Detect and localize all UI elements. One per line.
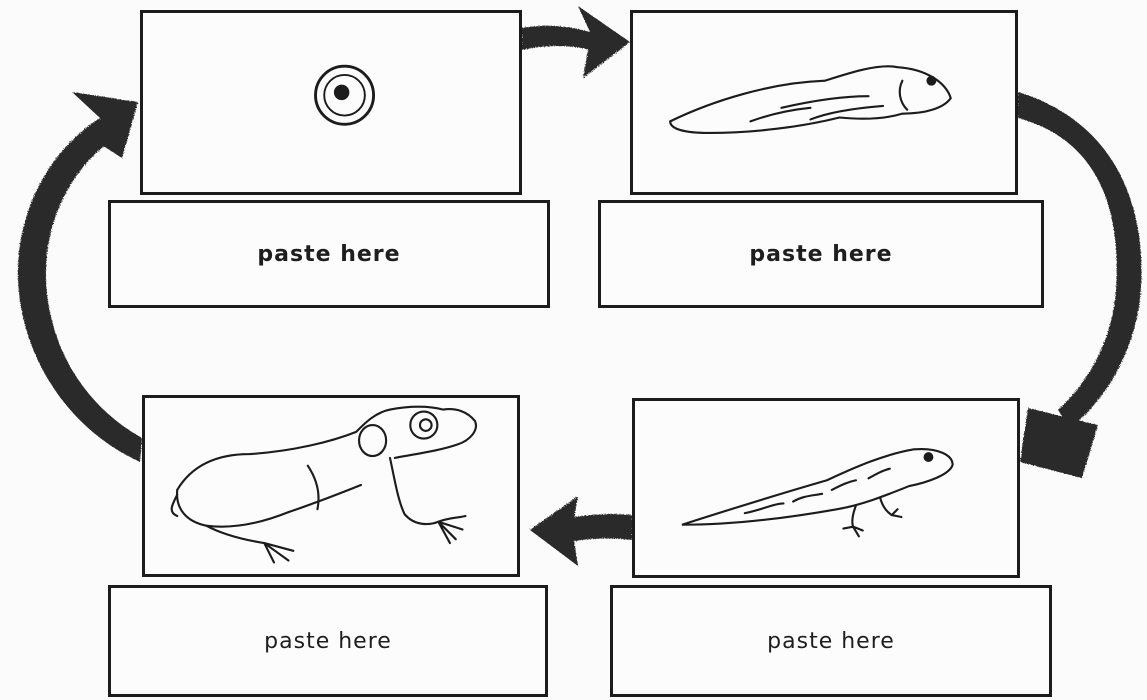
arrow-egg-to-tadpole [522,6,630,78]
tadpole-paste-box[interactable]: paste here [598,200,1044,308]
egg-paste-label: paste here [257,242,400,267]
adult-frog-icon [145,398,517,574]
tadpole-picture-box [630,10,1018,195]
arrow-froglet-to-frog [530,496,632,566]
tadpole-with-legs-icon [635,401,1017,575]
egg-paste-box[interactable]: paste here [108,200,550,308]
frog-paste-box[interactable]: paste here [108,585,548,697]
frog-picture-box [142,395,520,577]
frog-egg-icon [143,13,519,192]
frog-paste-label: paste here [264,629,392,654]
tadpole-icon [633,13,1015,192]
froglet-paste-label: paste here [767,629,895,654]
froglet-paste-box[interactable]: paste here [610,585,1052,697]
egg-picture-box [140,10,522,195]
froglet-picture-box [632,398,1020,578]
tadpole-paste-label: paste here [749,242,892,267]
